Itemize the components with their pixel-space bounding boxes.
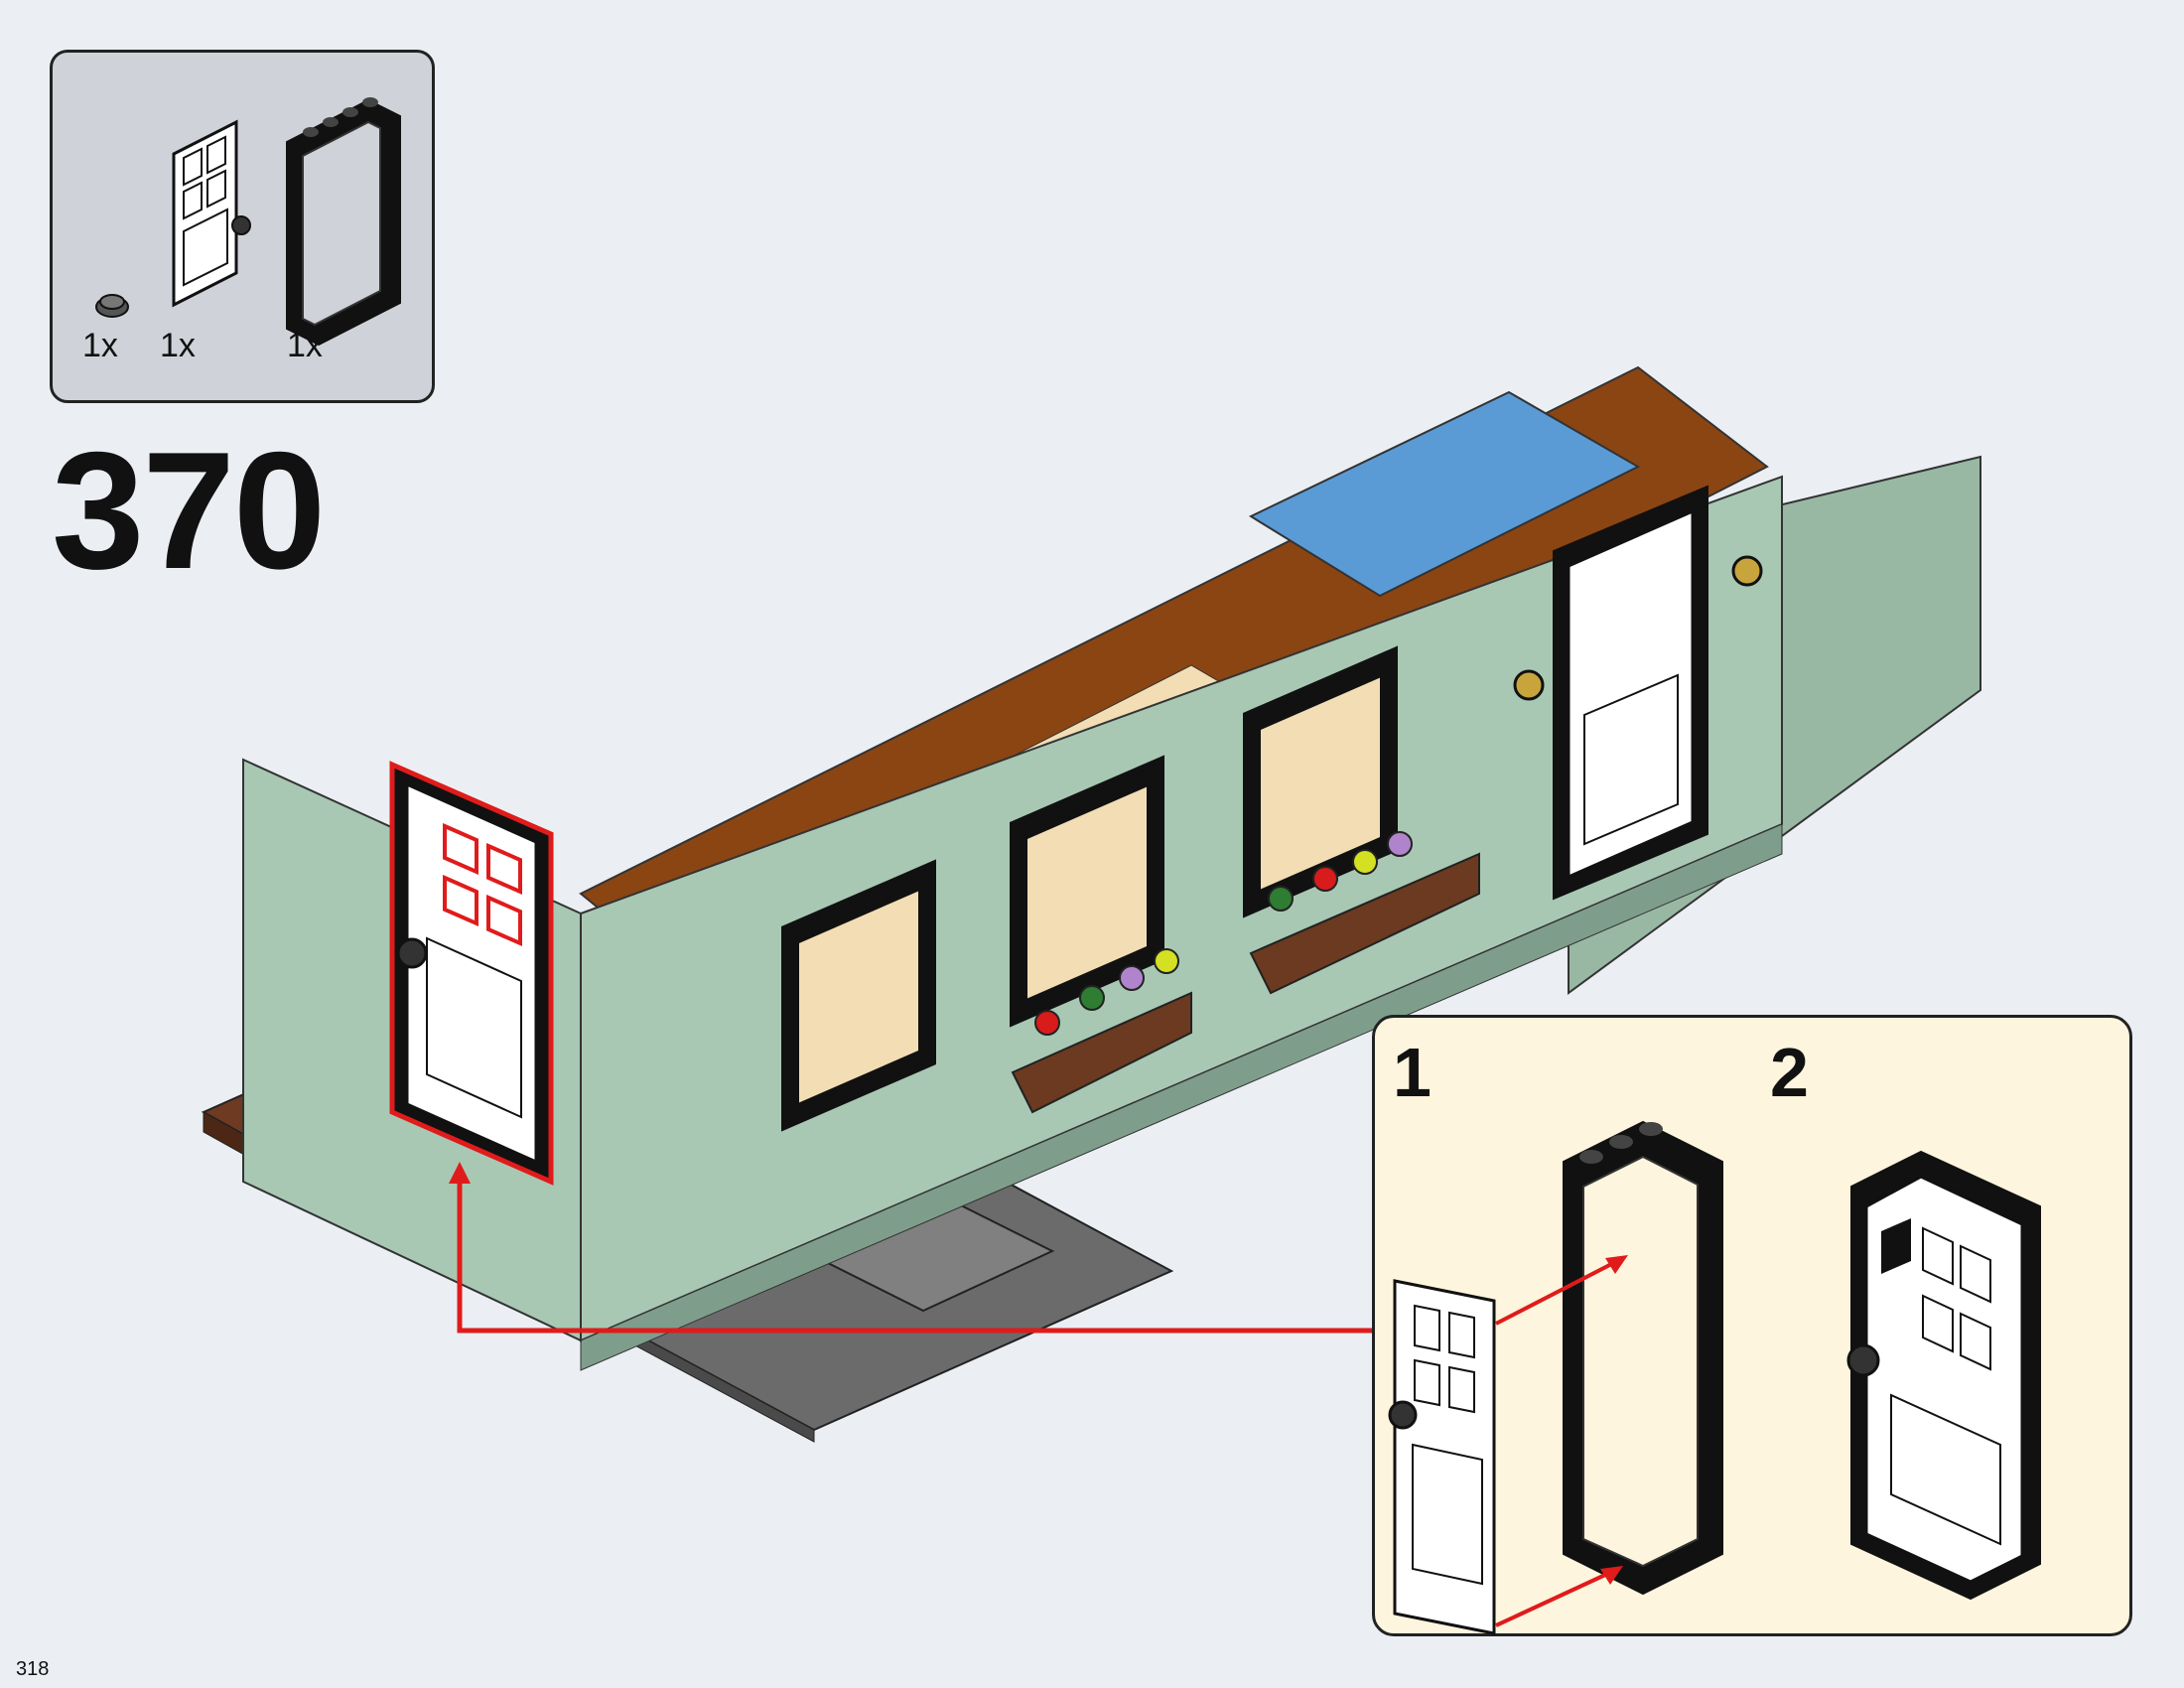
window-1 xyxy=(781,859,936,1132)
new-door-highlighted xyxy=(389,761,554,1186)
round-plate-part xyxy=(95,294,129,318)
callout-arrowhead xyxy=(449,1162,471,1184)
lamp-left xyxy=(1513,669,1545,701)
parts-qty-door: 1x xyxy=(160,327,196,364)
flower-box-1 xyxy=(1011,991,1192,1114)
window-3 xyxy=(1243,645,1398,918)
page-number: 318 xyxy=(16,1658,50,1680)
substep-1-illustration xyxy=(1388,1120,1723,1635)
door-part xyxy=(172,119,251,308)
flower-box-2 xyxy=(1249,852,1480,995)
parts-qty-round-plate: 1x xyxy=(82,327,118,364)
lamp-right xyxy=(1731,555,1763,587)
substep-1-label: 1 xyxy=(1393,1034,1432,1111)
window-2 xyxy=(1010,755,1164,1028)
front-wall-shade xyxy=(580,823,1783,1371)
floor-blue-tiles xyxy=(1248,390,1641,598)
parts-list-box: 1x 1x 1x xyxy=(50,50,435,403)
substep-2-illustration xyxy=(1846,1150,2041,1601)
substep-panel: 1 2 xyxy=(1372,1015,2132,1636)
parts-qty-door-frame: 1x xyxy=(287,327,323,364)
callout-line xyxy=(457,1177,1372,1334)
substep-2-label: 2 xyxy=(1770,1034,1809,1111)
door-frame-part xyxy=(286,97,401,347)
installed-door xyxy=(1553,485,1708,901)
step-number: 370 xyxy=(52,417,326,604)
